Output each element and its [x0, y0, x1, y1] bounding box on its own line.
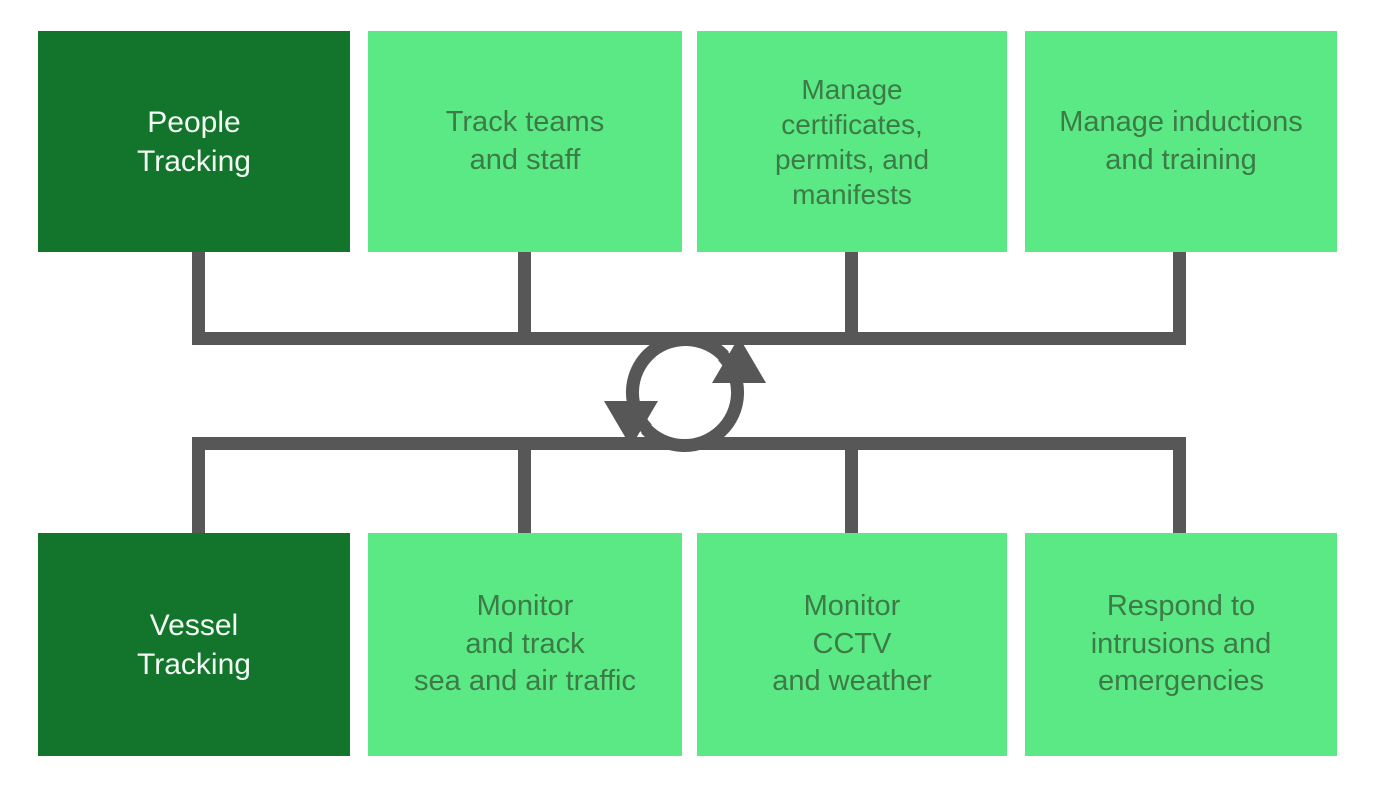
node-manage-certificates-permits-manifests-label: Manage certificates, permits, and manife…	[774, 73, 930, 210]
node-monitor-and-track-sea-and-air-traffic-label: Monitor and track sea and air traffic	[414, 589, 636, 698]
node-track-teams-and-staff-label: Track teams and staff	[445, 105, 605, 176]
node-vessel-tracking[interactable]: Vessel Tracking	[38, 533, 350, 756]
bottom-stem-vessel-tracking	[192, 444, 205, 533]
bottom-stem-monitor-track	[518, 444, 531, 533]
bottom-stem-respond-intrusions	[1173, 444, 1186, 533]
top-stem-people-tracking	[192, 252, 205, 338]
node-manage-inductions-and-training-label: Manage inductions and training	[1059, 105, 1303, 176]
node-monitor-and-track-sea-and-air-traffic[interactable]: Monitor and track sea and air traffic	[368, 533, 682, 756]
top-connector-group	[192, 252, 1186, 345]
top-stem-manage-inductions	[1173, 252, 1186, 338]
top-stem-track-teams	[518, 252, 531, 338]
node-people-tracking-label: People Tracking	[137, 105, 251, 178]
node-manage-inductions-and-training[interactable]: Manage inductions and training	[1025, 31, 1337, 252]
top-stem-manage-certificates	[845, 252, 858, 338]
node-track-teams-and-staff[interactable]: Track teams and staff	[368, 31, 682, 252]
circular-sync-arrows-icon	[604, 332, 766, 453]
node-people-tracking[interactable]: People Tracking	[38, 31, 350, 252]
node-monitor-cctv-and-weather[interactable]: Monitor CCTV and weather	[697, 533, 1007, 756]
node-monitor-cctv-and-weather-label: Monitor CCTV and weather	[772, 589, 932, 698]
node-vessel-tracking-label: Vessel Tracking	[137, 608, 251, 681]
node-respond-to-intrusions-and-emergencies[interactable]: Respond to intrusions and emergencies	[1025, 533, 1337, 756]
bottom-stem-monitor-cctv	[845, 444, 858, 533]
node-respond-to-intrusions-and-emergencies-label: Respond to intrusions and emergencies	[1090, 589, 1272, 698]
node-manage-certificates-permits-manifests[interactable]: Manage certificates, permits, and manife…	[697, 31, 1007, 252]
